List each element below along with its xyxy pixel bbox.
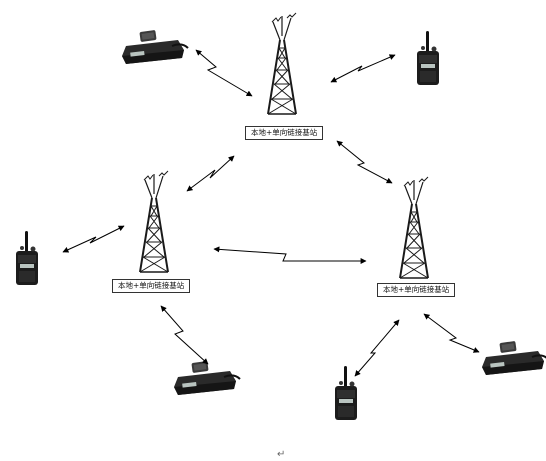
link-handheld-tower-top: [330, 54, 396, 83]
station-label-right: 本地+单向链接基站: [377, 283, 456, 297]
tower-right: [399, 176, 429, 279]
link-handheld-bottom-tower: [354, 319, 400, 377]
mobile-radio-top-left: [121, 28, 189, 66]
link-handheld-left-tower: [62, 225, 125, 253]
station-label-top: 本地+单向链接基站: [245, 126, 324, 140]
tower-top: [267, 12, 297, 115]
handheld-radio-top-right: [417, 31, 439, 85]
link-tower-left-mobile: [160, 305, 209, 365]
link-tower-right-mobile: [423, 313, 480, 353]
mobile-radio-bottom-left: [173, 359, 241, 396]
station-label-left: 本地+单向链接基站: [112, 279, 191, 293]
link-tower-top-right: [336, 140, 393, 184]
tower-left: [139, 170, 169, 273]
handheld-radio-left: [16, 231, 38, 285]
handheld-radio-bottom: [335, 366, 357, 420]
mobile-radio-bottom-right: [481, 339, 546, 376]
link-mobile-top-tower: [195, 49, 253, 97]
link-tower-top-left: [186, 155, 235, 192]
paragraph-mark: ↵: [277, 449, 286, 460]
link-tower-left-right: [213, 246, 367, 264]
